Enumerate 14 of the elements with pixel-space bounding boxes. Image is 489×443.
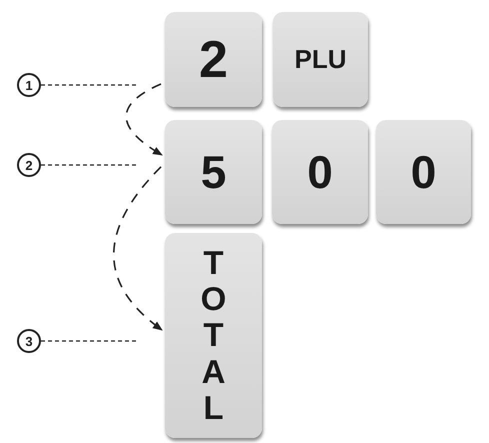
leader-line bbox=[41, 164, 138, 166]
callout-number: 2 bbox=[17, 153, 41, 177]
keypad-key: 2 bbox=[165, 12, 262, 107]
keypad-key: 0 bbox=[272, 120, 368, 224]
keypad-key: 0 bbox=[376, 120, 471, 224]
leader-line bbox=[41, 340, 138, 342]
arrow bbox=[112, 166, 163, 331]
leader-line bbox=[41, 84, 138, 86]
keypad-key: TOTAL bbox=[165, 233, 262, 438]
callout-number: 1 bbox=[17, 73, 41, 97]
keypad-key: 5 bbox=[165, 120, 262, 224]
keypad-key: PLU bbox=[273, 12, 368, 107]
callout-number: 3 bbox=[17, 329, 41, 353]
arrow bbox=[126, 83, 163, 156]
